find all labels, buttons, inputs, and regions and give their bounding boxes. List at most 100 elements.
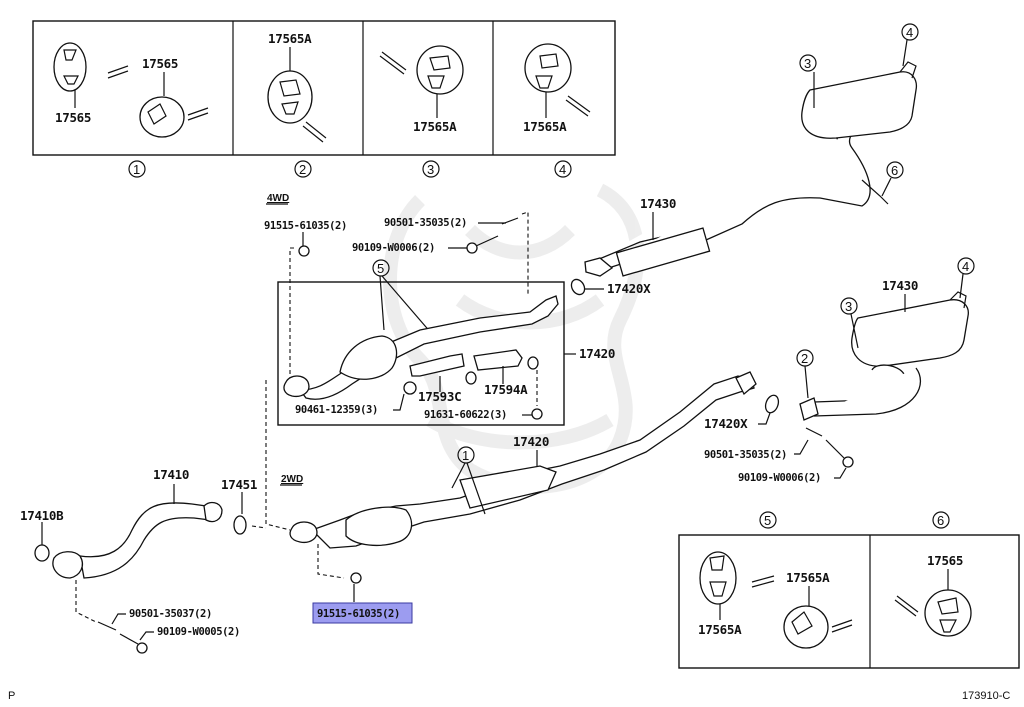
tailpipe-assembly-17430-lower[interactable] bbox=[799, 291, 969, 421]
inset-panel-1[interactable]: 17565 17565 1 bbox=[53, 42, 209, 178]
bolt-label-90501-35035[interactable]: 90501-35035(2) bbox=[704, 449, 787, 461]
clamp-icon bbox=[465, 371, 477, 385]
inset-panels-top bbox=[32, 20, 616, 156]
hanger-icon bbox=[524, 43, 572, 93]
bolt-label-90501-35035[interactable]: 90501-35035(2) bbox=[384, 217, 467, 229]
rod-icon bbox=[187, 107, 209, 121]
bolt-label-90501-35037[interactable]: 90501-35037(2) bbox=[129, 608, 212, 620]
heat-insulator-17593c[interactable] bbox=[409, 353, 465, 377]
inset-panel-2[interactable]: 17565A 2 bbox=[267, 31, 327, 178]
spring-icon bbox=[97, 621, 117, 631]
illustration-code: 173910-C bbox=[962, 690, 1010, 702]
hanger-icon bbox=[416, 45, 464, 95]
callout-number-5: 5 bbox=[377, 261, 384, 276]
bolt-icon bbox=[466, 235, 499, 254]
gasket-17420x-upper[interactable]: 17420X bbox=[569, 277, 651, 297]
hanger-icon bbox=[139, 96, 185, 138]
callout-number-5: 5 bbox=[764, 513, 771, 528]
part-label-17420X[interactable]: 17420X bbox=[704, 416, 748, 431]
flange bbox=[735, 371, 757, 396]
heat-insulator-17594a[interactable] bbox=[473, 349, 523, 371]
part-label-17565[interactable]: 17565 bbox=[142, 56, 178, 71]
part-label-17430[interactable]: 17430 bbox=[640, 196, 676, 211]
rod-icon bbox=[751, 575, 775, 588]
bolt-label-90109-W0006[interactable]: 90109-W0006(2) bbox=[352, 242, 435, 254]
gasket-17410b[interactable] bbox=[34, 544, 50, 562]
nut-icon bbox=[350, 572, 362, 584]
rod-icon bbox=[379, 51, 407, 75]
inset-panel-3[interactable]: 17565A 3 bbox=[379, 45, 464, 178]
part-label-17565A[interactable]: 17565A bbox=[413, 119, 457, 134]
callout-number-4: 4 bbox=[559, 162, 566, 177]
inset-panel-6[interactable]: 17565 bbox=[894, 553, 972, 637]
catalytic-converter bbox=[345, 506, 413, 547]
part-label-17420[interactable]: 17420 bbox=[513, 434, 549, 449]
part-label-17565[interactable]: 17565 bbox=[55, 110, 91, 125]
inset-panels-bottom bbox=[678, 534, 1020, 669]
hanger-icon bbox=[53, 42, 87, 92]
clamp-icon bbox=[403, 381, 417, 395]
front-pipe-4wd[interactable] bbox=[283, 295, 559, 400]
callout-number-2: 2 bbox=[801, 351, 808, 366]
part-label-17410[interactable]: 17410 bbox=[153, 467, 189, 482]
gasket-17451[interactable] bbox=[233, 515, 247, 535]
bolt-label-90109-W0005[interactable]: 90109-W0005(2) bbox=[157, 626, 240, 638]
bolt-icon bbox=[119, 633, 148, 654]
part-label-17565A[interactable]: 17565A bbox=[523, 119, 567, 134]
bolt-label-91515-61035[interactable]: 91515-61035(2) bbox=[264, 220, 347, 232]
part-label-17565A[interactable]: 17565A bbox=[268, 31, 312, 46]
callout-number-1: 1 bbox=[462, 448, 469, 463]
center-pipe-17420-2wd[interactable] bbox=[289, 371, 757, 549]
clamp-icon bbox=[527, 356, 539, 370]
spring-icon bbox=[805, 427, 823, 437]
bolt-icon bbox=[531, 408, 543, 420]
flange bbox=[52, 551, 84, 579]
muffler bbox=[801, 71, 918, 139]
flange bbox=[799, 397, 819, 421]
hanger-icon bbox=[783, 605, 829, 649]
front-pipe-17410[interactable] bbox=[52, 501, 223, 579]
selected-part-91515-61035[interactable]: 91515-61035(2) bbox=[312, 602, 413, 624]
resonator bbox=[615, 227, 711, 277]
bolt-label-90461-12359[interactable]: 90461-12359(3) bbox=[295, 404, 378, 416]
tailpipe-assembly-17430-upper[interactable] bbox=[584, 61, 918, 277]
bolt-label-91631-60622[interactable]: 91631-60622(3) bbox=[424, 409, 507, 421]
part-label-17593C[interactable]: 17593C bbox=[418, 389, 462, 404]
flange bbox=[289, 521, 318, 544]
catalytic-converter bbox=[339, 335, 398, 380]
bolt-label-91515-61035-selected[interactable]: 91515-61035(2) bbox=[317, 608, 400, 620]
flange bbox=[203, 501, 223, 523]
rod-icon bbox=[302, 121, 327, 143]
nut-icon bbox=[298, 245, 310, 257]
gasket-17420x-lower[interactable]: 17420X bbox=[704, 393, 781, 431]
callout-number-4: 4 bbox=[906, 25, 913, 40]
inset-panel-4[interactable]: 17565A 4 bbox=[523, 43, 591, 178]
callout-number-2: 2 bbox=[299, 162, 306, 177]
callout-number-3: 3 bbox=[427, 162, 434, 177]
callout-number-3: 3 bbox=[845, 299, 852, 314]
flange bbox=[584, 257, 614, 277]
hanger-icon bbox=[267, 70, 313, 124]
hanger-icon bbox=[699, 551, 737, 605]
rod-icon bbox=[107, 65, 129, 79]
part-label-17410B[interactable]: 17410B bbox=[20, 508, 64, 523]
callout-number-1: 1 bbox=[133, 162, 140, 177]
flange bbox=[283, 375, 310, 398]
part-label-17565[interactable]: 17565 bbox=[927, 553, 963, 568]
part-label-17420X[interactable]: 17420X bbox=[607, 281, 651, 296]
variant-label-2wd: 2WD bbox=[281, 474, 303, 485]
part-label-17420[interactable]: 17420 bbox=[579, 346, 615, 361]
part-label-17430[interactable]: 17430 bbox=[882, 278, 918, 293]
bolt-label-90109-W0006[interactable]: 90109-W0006(2) bbox=[738, 472, 821, 484]
rod-icon bbox=[831, 619, 853, 633]
part-label-17565A[interactable]: 17565A bbox=[786, 570, 830, 585]
inset-panel-5[interactable]: 17565A 17565A bbox=[698, 551, 853, 649]
part-label-17451[interactable]: 17451 bbox=[221, 477, 257, 492]
muffler bbox=[851, 299, 969, 367]
callout-number-6: 6 bbox=[891, 163, 898, 178]
part-label-17594A[interactable]: 17594A bbox=[484, 382, 528, 397]
spring-icon bbox=[501, 217, 519, 225]
part-label-17565A[interactable]: 17565A bbox=[698, 622, 742, 637]
callout-number-6: 6 bbox=[937, 513, 944, 528]
